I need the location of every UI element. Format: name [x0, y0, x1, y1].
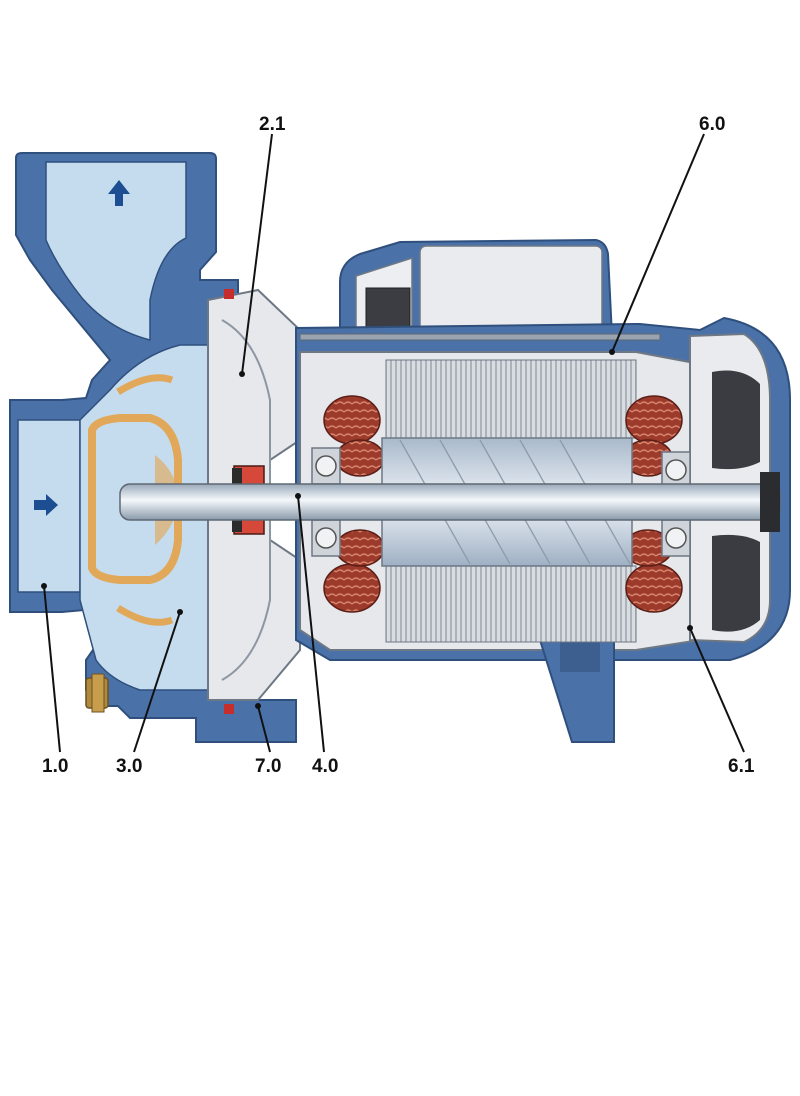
callouts: 2.1 6.0 1.0 3.0 7.0 4.0 — [41, 114, 755, 777]
callout-label-1-0: 1.0 — [42, 756, 68, 777]
callout-label-2-1: 2.1 — [259, 114, 286, 135]
inlet-flow-arrow-icon — [34, 494, 58, 516]
callout-4-0: 4.0 — [295, 493, 338, 777]
stator-core-bottom — [385, 565, 637, 643]
callout-6-1: 6.1 — [687, 625, 755, 777]
callout-2-1: 2.1 — [239, 114, 286, 377]
cooling-fan — [712, 370, 780, 632]
callout-label-6-0: 6.0 — [699, 114, 725, 135]
bearing-rear — [661, 451, 691, 557]
callout-3-0: 3.0 — [116, 609, 183, 777]
callout-label-4-0: 4.0 — [312, 756, 338, 777]
callout-6-0: 6.0 — [609, 114, 725, 355]
stator-core-top — [385, 359, 637, 439]
callout-7-0: 7.0 — [255, 703, 281, 777]
stator-windings — [323, 395, 683, 613]
outlet-flow-arrow-icon — [108, 180, 130, 206]
callout-1-0: 1.0 — [41, 583, 68, 777]
callout-label-3-0: 3.0 — [116, 756, 142, 777]
drain-plug-icon — [85, 673, 109, 713]
shaft — [119, 483, 781, 521]
callout-label-7-0: 7.0 — [255, 756, 281, 777]
bearing-front — [311, 447, 341, 557]
outlet-channel — [45, 161, 187, 341]
callout-label-6-1: 6.1 — [728, 756, 755, 777]
